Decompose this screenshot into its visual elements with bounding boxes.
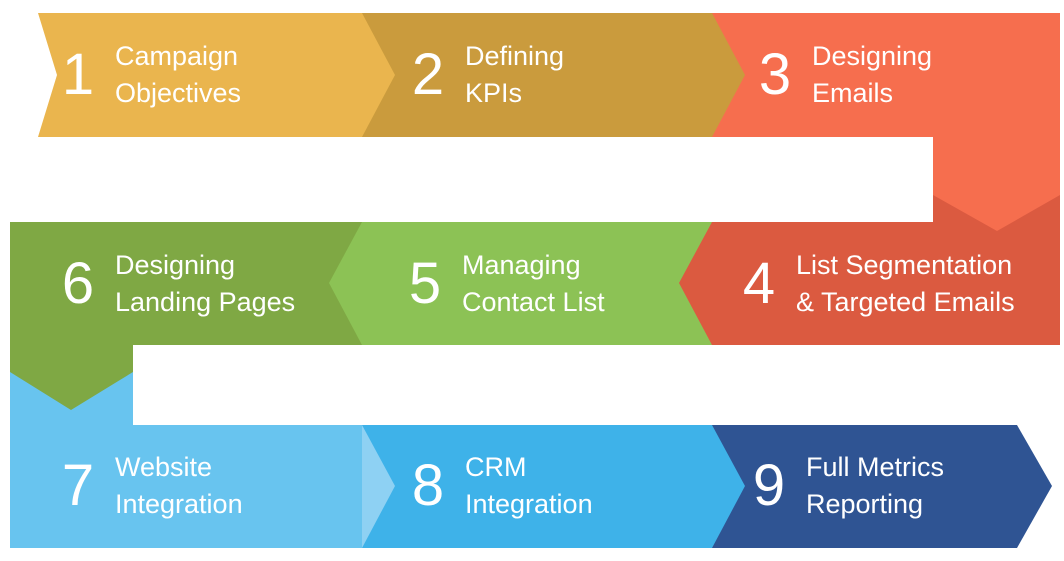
step-5-chevron bbox=[329, 222, 712, 345]
step-1-chevron bbox=[38, 13, 395, 137]
step-8-chevron bbox=[345, 425, 745, 548]
process-flow-diagram: 1 Campaign Objectives 2 Defining KPIs 3 … bbox=[10, 13, 1060, 548]
step-2-chevron bbox=[345, 13, 745, 137]
step-9-chevron bbox=[695, 425, 1052, 548]
